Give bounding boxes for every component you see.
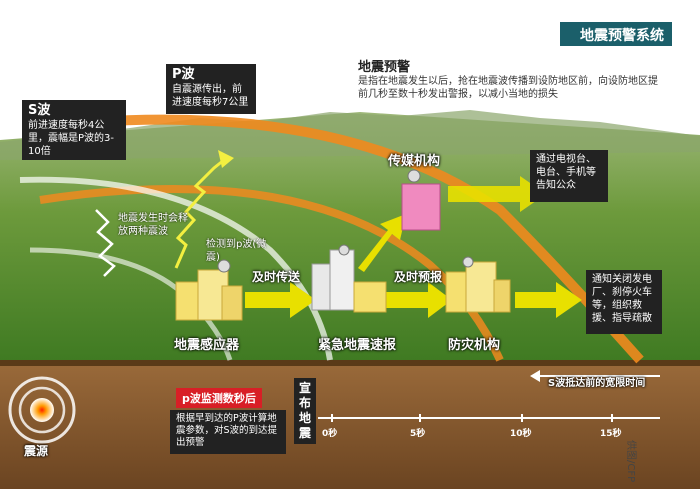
credit-label: 供图/CFP	[625, 440, 636, 483]
media-notice-box: 通过电视台、电台、手机等告知公众	[530, 150, 608, 202]
timeline-tick-label-10: 10秒	[510, 429, 532, 439]
p-wave-ring	[29, 114, 644, 364]
soil-edge	[0, 360, 700, 366]
intro-block: 地震预警 是指在地震发生以后，抢在地震波传播到设防地区前，向设防地区提前几秒至数…	[358, 56, 658, 101]
timeline-tick-label-5: 5秒	[410, 429, 426, 439]
p-wave-title: P波	[172, 67, 195, 82]
arrow-media	[358, 214, 406, 272]
grace-arrow	[530, 370, 540, 382]
sensor-building	[175, 259, 243, 321]
intro-text: 是指在地震发生以后，抢在地震波传播到设防地区前，向设防地区提前几秒至数十秒发出警…	[358, 76, 658, 100]
s-wave-zigzag	[95, 209, 116, 277]
p-wave-desc: 自震源传出，前进速度每秒7公里	[172, 84, 249, 108]
epicenter-burst	[30, 398, 54, 422]
sensor-label: 地震感应器	[174, 338, 240, 353]
arrow-media-out	[448, 176, 546, 212]
p-wave-box: P波 自震源传出，前进速度每秒7公里	[166, 64, 256, 114]
header-title: 地震预警系统	[580, 28, 664, 44]
disaster-notice-box: 通知关闭发电厂、刹停火车等，组织救援、指导疏散	[586, 270, 662, 334]
epicenter-label: 震源	[24, 444, 49, 458]
intro-title: 地震预警	[358, 60, 411, 75]
p-wave-zigzag	[174, 158, 225, 269]
arrow-send	[245, 282, 316, 318]
timeline-tick-label-0: 0秒	[322, 429, 338, 439]
p-wave-arrowhead	[218, 150, 234, 168]
header-bar: 地震预警系统	[560, 22, 672, 46]
epicenter-ring-outer	[8, 376, 76, 444]
s-wave-title: S波	[28, 103, 51, 118]
release-note: 地震发生时会释放两种震波	[118, 213, 188, 237]
forecast-label: 及时预报	[394, 270, 443, 284]
arrow-forecast	[385, 282, 452, 318]
epicenter-ring-inner	[18, 386, 66, 434]
grace-label: S波抵达前的宽限时间	[548, 378, 646, 389]
disaster-building	[445, 256, 511, 313]
s-wave-box: S波 前进速度每秒4公里，震幅是P波的3-10倍	[22, 100, 126, 160]
soil-layer	[0, 362, 700, 489]
publish-label: 宣布地震	[294, 378, 316, 444]
timeline-tick-label-15: 15秒	[600, 429, 622, 439]
arrow-disaster-out	[515, 282, 582, 318]
monitor-desc-box: 根据早到达的P波计算地震参数，对S波的到达提出预警	[170, 410, 286, 454]
bulletin-label: 紧急地震速报	[318, 338, 397, 353]
send-label: 及时传送	[252, 270, 301, 284]
monitor-title: p波监测数秒后	[176, 388, 262, 408]
bulletin-building	[311, 244, 387, 313]
media-building	[401, 169, 441, 231]
s-wave-desc: 前进速度每秒4公里，震幅是P波的3-10倍	[28, 120, 115, 157]
media-label: 传媒机构	[388, 154, 441, 169]
detect-note: 检测到p波(微震)	[206, 239, 267, 263]
s-wave-ring	[19, 176, 333, 361]
disaster-label: 防灾机构	[448, 338, 501, 353]
p-wave-ring-inner	[39, 184, 504, 362]
